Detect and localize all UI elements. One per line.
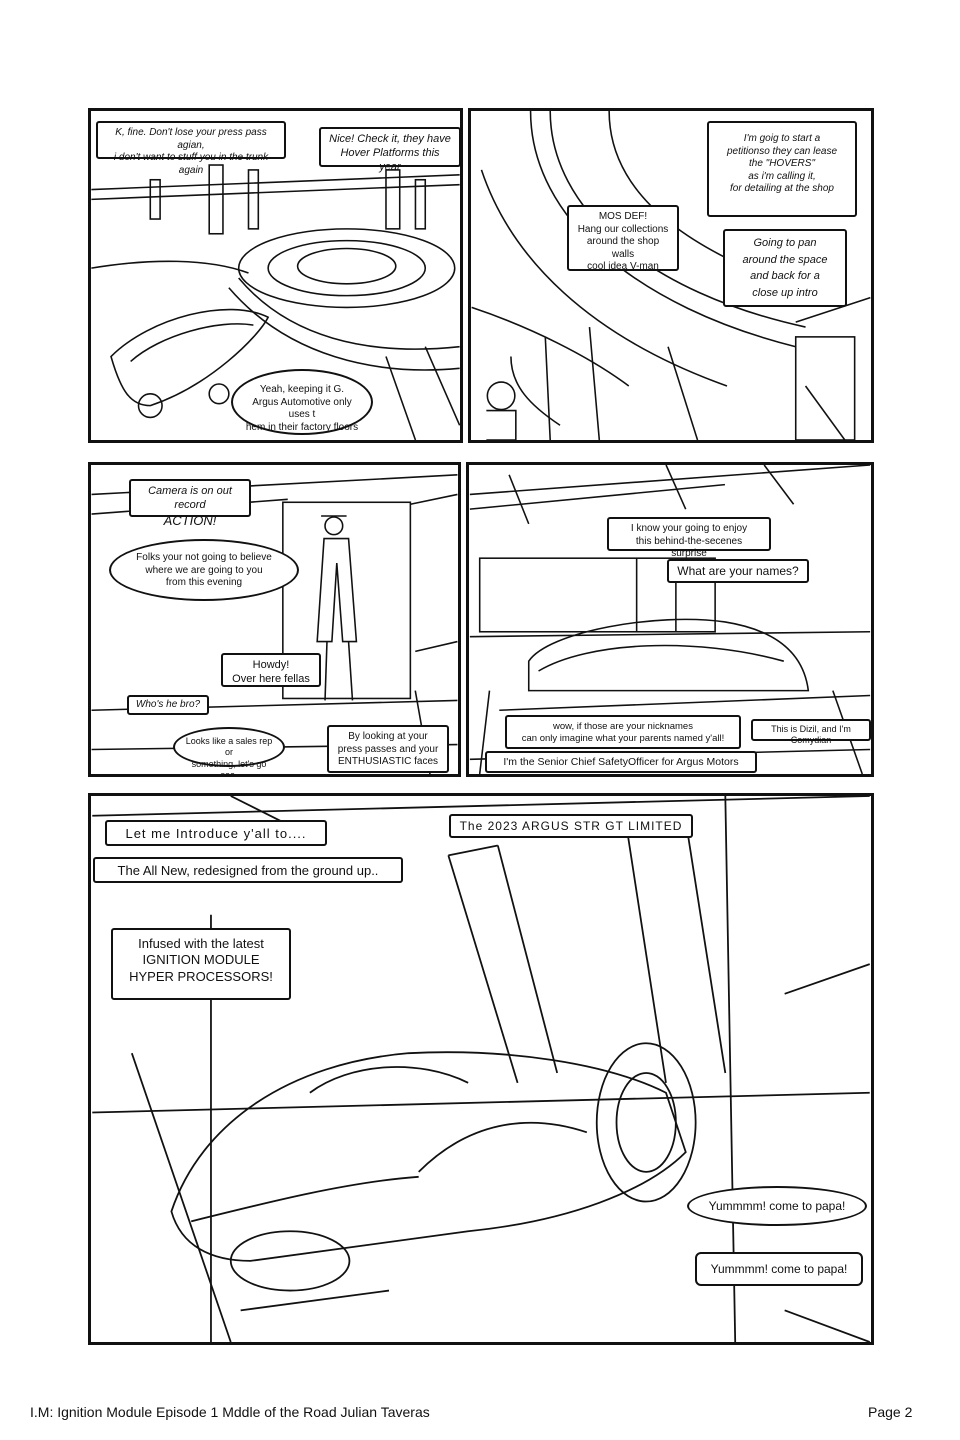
- caption-box: Let me Introduce y'all to....: [105, 820, 327, 846]
- bubble-line: I'm goig to start a: [743, 133, 821, 144]
- speech-bubble: Looks like a sales rep or something, let…: [173, 727, 285, 774]
- bubble-line: I'm the Senior Chief SafetyOfficer for A…: [503, 756, 739, 768]
- hover-platform-drawing: [91, 164, 460, 440]
- bubble-line: Over here fellas: [232, 672, 310, 685]
- bubble-line: Hang our collections: [577, 223, 669, 235]
- speech-bubble: K, fine. Don't lose your press pass agia…: [96, 121, 286, 176]
- bubble-line: Camera is on out record: [148, 485, 232, 511]
- bubble-line: around the space: [742, 253, 828, 266]
- bubble-line: something, let's go see.: [191, 758, 267, 777]
- bubble-line: the "HOVERS": [748, 158, 815, 169]
- bubble-line: Yummmm! come to papa!: [708, 1199, 846, 1213]
- caption-line: Let me Introduce y'all to....: [125, 826, 307, 841]
- speech-bubble: Yummmm! come to papa!: [687, 1186, 867, 1226]
- bubble-line: where we are going to you: [145, 564, 263, 576]
- covered-car-drawing: [469, 465, 871, 774]
- speech-bubble: I'm the Senior Chief SafetyOfficer for A…: [485, 751, 757, 773]
- speech-bubble: wow, if those are your nicknames can onl…: [505, 715, 741, 749]
- speech-bubble: Yummmm! come to papa!: [695, 1252, 863, 1286]
- caption-box: The All New, redesigned from the ground …: [93, 857, 403, 883]
- bubble-line: can only imagine what your parents named…: [521, 732, 725, 744]
- speech-bubble: Who's he bro?: [127, 695, 209, 715]
- bubble-line: i don't want to stuff you in the trunk a…: [113, 152, 269, 176]
- bubble-line: What are your names?: [677, 564, 799, 578]
- bubble-line: Yummmm! come to papa!: [710, 1262, 848, 1276]
- bubble-line: Going to pan: [753, 237, 817, 249]
- bubble-line: Howdy!: [252, 659, 290, 671]
- bubble-line: MOS DEF!: [598, 211, 648, 222]
- speech-bubble: What are your names?: [667, 559, 809, 583]
- bubble-line: as i'm calling it,: [748, 170, 816, 182]
- panel-3: Camera is on out record ACTION! Folks yo…: [88, 462, 461, 777]
- caption-box: Infused with the latest IGNITION MODULE …: [111, 928, 291, 1000]
- bubble-line: Who's he bro?: [135, 699, 201, 710]
- speech-bubble: Nice! Check it, they have Hover Platform…: [319, 127, 460, 173]
- panel-2: I'm goig to start a petitionso they can …: [468, 108, 874, 443]
- page-number: Page 2: [868, 1404, 913, 1420]
- speech-bubble: Going to pan around the space and back f…: [723, 229, 847, 307]
- bubble-line: petitionso they can lease: [726, 145, 838, 157]
- speech-bubble: Folks your not going to believe where we…: [109, 539, 299, 601]
- panel-1: K, fine. Don't lose your press pass agia…: [88, 108, 463, 443]
- bubble-line: I know your going to enjoy: [630, 523, 748, 534]
- bubble-line: Nice! Check it, they have: [329, 133, 451, 145]
- bubble-line: Argus Automotive only uses t: [252, 396, 352, 421]
- bubble-line: Yeah, keeping it G.: [259, 384, 345, 395]
- bubble-line: cool idea V-man: [587, 261, 659, 272]
- speech-bubble: Howdy! Over here fellas: [221, 653, 321, 687]
- bubble-line: Folks your not going to believe: [136, 552, 272, 563]
- caption-line: IGNITION MODULE: [142, 952, 260, 968]
- bubble-line: wow, if those are your nicknames: [553, 721, 693, 732]
- bubble-line: close up intro: [752, 286, 818, 299]
- bubble-line: and back for a: [750, 270, 820, 282]
- speech-bubble: By looking at your press passes and your…: [327, 725, 449, 773]
- caption-line: The All New, redesigned from the ground …: [117, 863, 379, 878]
- bubble-line: Looks like a sales rep or: [185, 736, 273, 758]
- caption-line: HYPER PROCESSORS!: [129, 968, 273, 984]
- bubble-line: This is Dizil, and I'm Comydian: [771, 724, 851, 746]
- bubble-line: from this evening: [165, 577, 243, 588]
- bubble-line: for detailing at the shop: [730, 183, 834, 194]
- bubble-line: press passes and your: [337, 743, 439, 755]
- speech-bubble: I'm goig to start a petitionso they can …: [707, 121, 857, 217]
- speech-bubble: This is Dizil, and I'm Comydian: [751, 719, 871, 745]
- speech-bubble: Yeah, keeping it G. Argus Automotive onl…: [231, 369, 373, 435]
- bubble-line: hem in their factory floors: [245, 421, 359, 433]
- bubble-line: Hover Platforms this year: [340, 146, 440, 173]
- speech-bubble: I know your going to enjoy this behind-t…: [607, 517, 771, 559]
- caption-line: The 2023 ARGUS STR GT LIMITED: [459, 819, 683, 833]
- footer-title: I.M: Ignition Module Episode 1 Mddle of …: [30, 1404, 430, 1420]
- bubble-line: around the shop walls: [586, 236, 660, 260]
- panel-4: I know your going to enjoy this behind-t…: [466, 462, 874, 777]
- panel-5: Let me Introduce y'all to.... The 2023 A…: [88, 793, 874, 1345]
- bubble-line: ENTHUSIASTIC faces: [337, 756, 439, 767]
- speech-bubble: MOS DEF! Hang our collections around the…: [567, 205, 679, 272]
- bubble-line: By looking at your: [348, 731, 428, 742]
- bubble-line: this behind-the-secenes surprise: [635, 535, 743, 560]
- speech-bubble: Camera is on out record ACTION!: [129, 479, 251, 528]
- bubble-line: K, fine. Don't lose your press pass agia…: [115, 127, 267, 151]
- sports-car-drawing: [92, 796, 871, 1342]
- caption-line: Infused with the latest: [138, 936, 264, 951]
- bubble-line: ACTION!: [163, 512, 217, 528]
- caption-box: The 2023 ARGUS STR GT LIMITED: [449, 814, 693, 838]
